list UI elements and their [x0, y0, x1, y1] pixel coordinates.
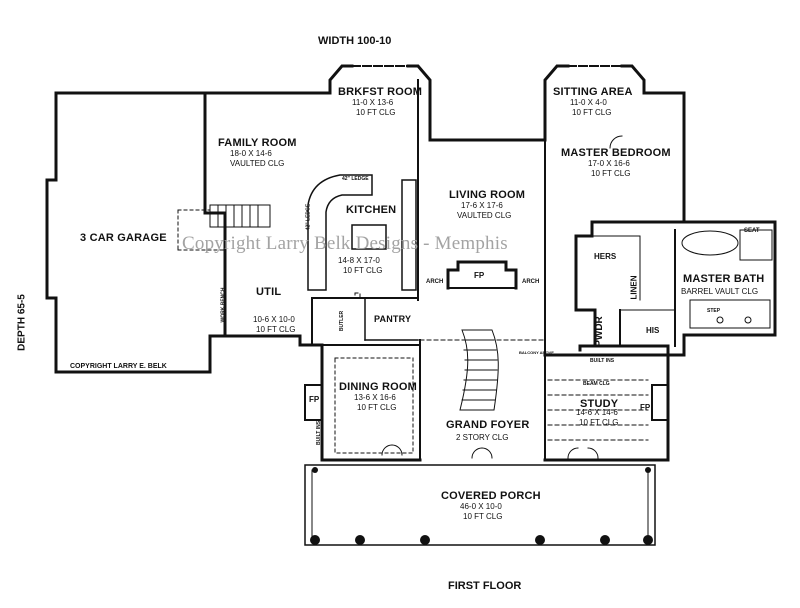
watermark: Copyright Larry Belk Designs - Memphis — [182, 233, 508, 254]
foyer-name: GRAND FOYER — [446, 419, 530, 431]
kitchen-note: 10 FT CLG — [343, 266, 383, 275]
dining-note: 10 FT CLG — [357, 403, 397, 412]
kitchen-ledge-label: 42" LEDGE — [342, 176, 369, 182]
kitchen-size: 14-8 X 17-0 — [338, 256, 380, 265]
arch-left-label: ARCH — [426, 279, 444, 285]
study-walls — [543, 353, 670, 462]
arch-right-label: ARCH — [522, 279, 540, 285]
depth-label: DEPTH 65-5 — [16, 294, 28, 351]
living-note: VAULTED CLG — [457, 211, 512, 220]
living-fp-label: FP — [474, 271, 485, 280]
dining-fp-label: FP — [309, 395, 320, 404]
master-bed-size: 17-0 X 16-6 — [588, 159, 630, 168]
study-built-ins-label: BUILT INS — [590, 358, 615, 364]
master-bath-note: BARREL VAULT CLG — [681, 287, 759, 296]
family-note: VAULTED CLG — [230, 159, 285, 168]
living-name: LIVING ROOM — [449, 189, 526, 201]
porch-note: 10 FT CLG — [463, 512, 503, 521]
study-fp-label: FP — [640, 403, 651, 412]
master-bath-name: MASTER BATH — [683, 273, 765, 285]
study-note: 10 FT CLG — [579, 418, 619, 427]
pwdr-label: PWDR — [593, 316, 605, 347]
util-size: 10-6 X 10-0 — [253, 315, 295, 324]
porch-columns — [310, 467, 653, 545]
garage-name: 3 CAR GARAGE — [80, 232, 167, 244]
dining-name: DINING ROOM — [339, 381, 417, 393]
pantry-name: PANTRY — [374, 314, 412, 324]
door-swings — [381, 135, 623, 459]
width-label: WIDTH 100-10 — [318, 35, 392, 47]
sitting-size: 11-0 X 4-0 — [570, 98, 607, 107]
util-note: 10 FT CLG — [256, 325, 296, 334]
porch-outline — [304, 464, 656, 546]
kitchen-name: KITCHEN — [346, 204, 397, 216]
sitting-note: 10 FT CLG — [572, 108, 612, 117]
family-name: FAMILY ROOM — [218, 137, 297, 149]
porch-name: COVERED PORCH — [441, 490, 541, 502]
core-walls — [203, 139, 546, 461]
study-beam-label: BEAM CLG — [583, 381, 610, 387]
breakfast-name: BRKFST ROOM — [338, 86, 423, 98]
study-size: 14-6 X 14-6 — [576, 408, 618, 417]
kitchen-ledge-side-label: 42" LEDGE — [305, 203, 312, 231]
master-bed-note: 10 FT CLG — [591, 169, 631, 178]
foyer-note: 2 STORY CLG — [456, 433, 509, 442]
breakfast-size: 11-0 X 13-6 — [352, 98, 394, 107]
copyright-text: COPYRIGHT LARRY E. BELK — [70, 363, 167, 370]
living-size: 17-6 X 17-6 — [461, 201, 503, 210]
util-name: UTIL — [256, 286, 282, 298]
bath-fixtures — [681, 229, 773, 329]
breakfast-note: 10 FT CLG — [356, 108, 396, 117]
dining-beam — [334, 292, 414, 454]
seat-label: SEAT — [744, 228, 760, 234]
dining-built-ins-label: BUILT INS — [316, 420, 323, 446]
work-bench-label: WORK BENCH — [220, 287, 227, 323]
sitting-name: SITTING AREA — [553, 86, 633, 98]
grand-stair — [459, 329, 499, 411]
family-size: 18-0 X 14-6 — [230, 149, 272, 158]
north-walls — [203, 64, 686, 224]
study-name: STUDY — [580, 398, 619, 410]
kitchen-counters — [307, 174, 417, 291]
master-bed-name: MASTER BEDROOM — [561, 147, 671, 159]
porch-size: 46-0 X 10-0 — [460, 502, 502, 511]
dining-size: 13-6 X 16-6 — [354, 393, 396, 402]
dining-walls — [304, 344, 422, 462]
hers-label: HERS — [594, 252, 617, 261]
linen-label: LINEN — [629, 275, 639, 300]
step-label: STEP — [707, 308, 721, 314]
master-suite-walls — [574, 220, 777, 357]
balcony-label: BALCONY ABOVE — [519, 350, 554, 355]
family-stair — [177, 204, 271, 251]
floor-label: FIRST FLOOR — [448, 580, 522, 592]
butler-label: BUTLER — [339, 310, 346, 332]
his-label: HIS — [646, 326, 660, 335]
